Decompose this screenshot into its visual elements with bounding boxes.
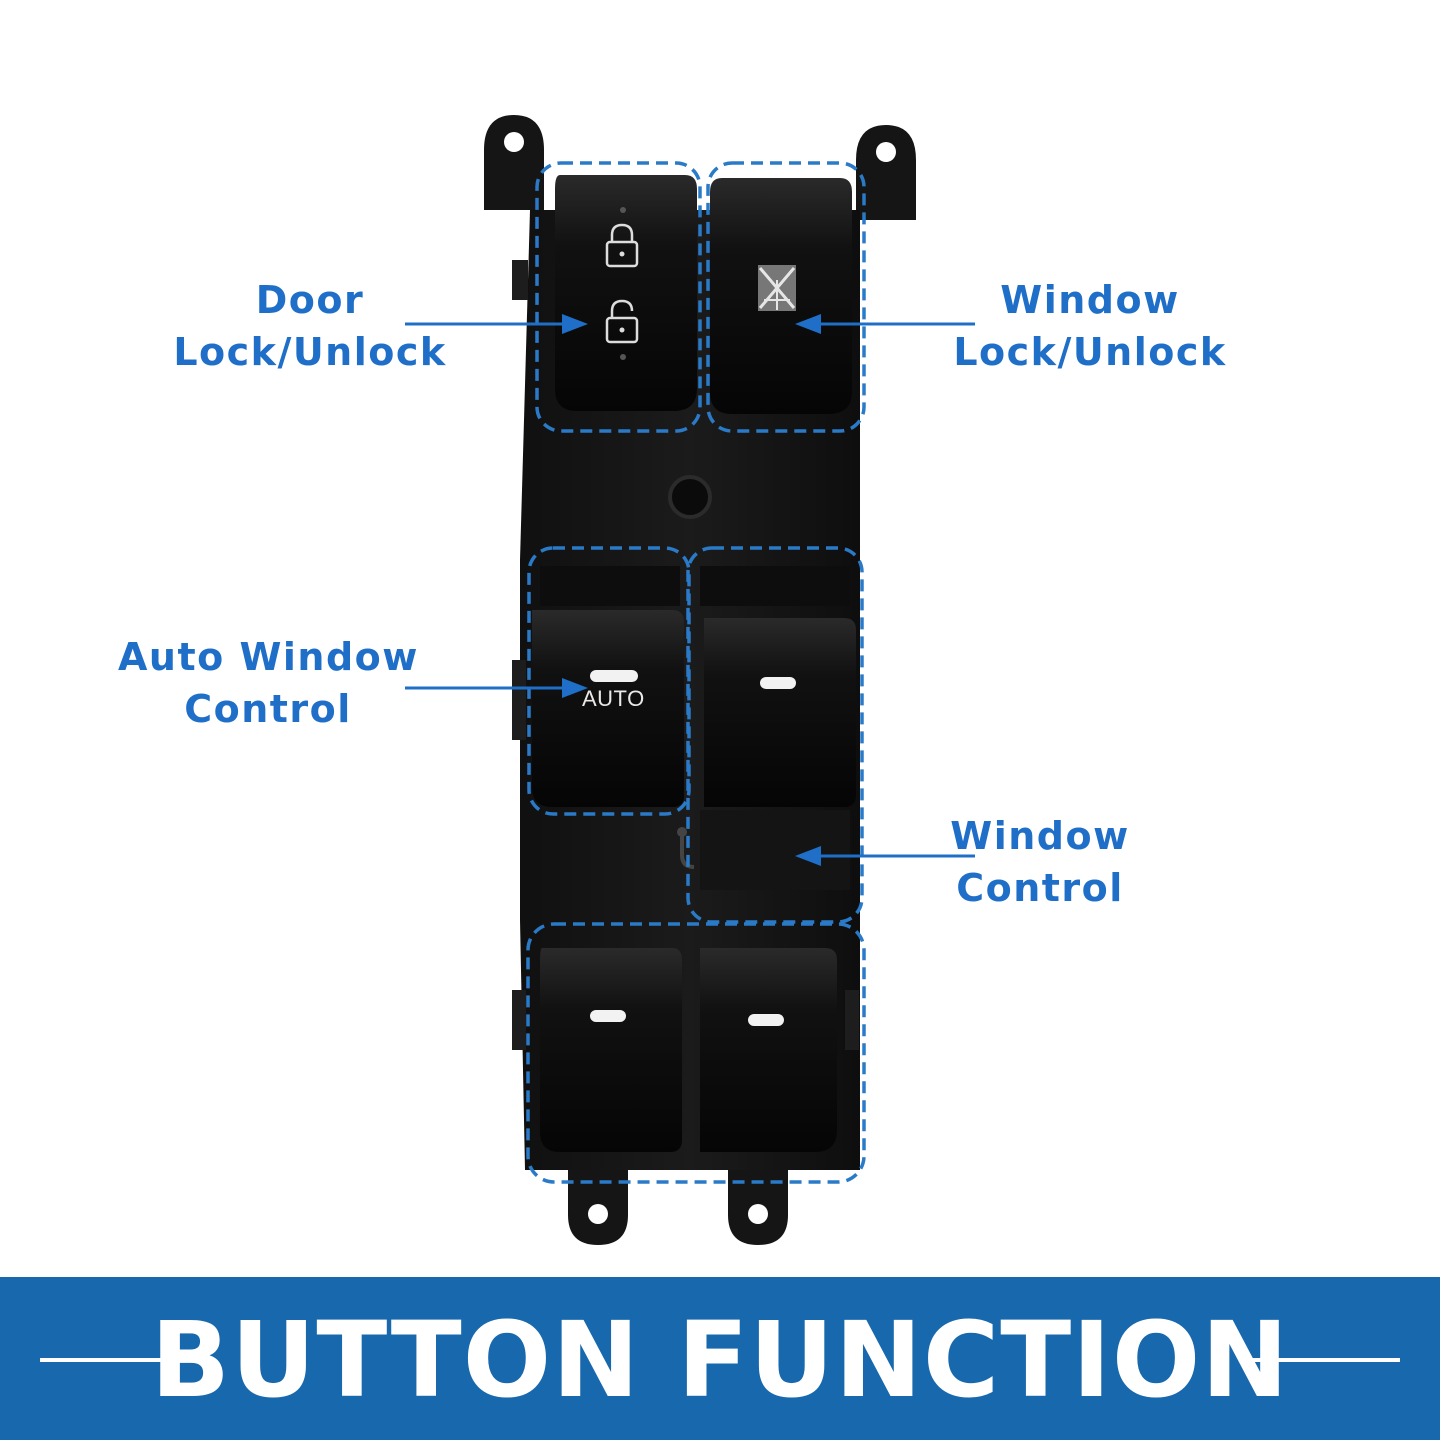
footer-rule-left [40,1358,192,1362]
window-lock-highlight [706,161,866,433]
callout-window-lock: Window Lock/Unlock [950,274,1230,378]
mounting-tab-top-right [856,125,916,220]
callout-line: Window [950,814,1130,858]
footer-title: BUTTON FUNCTION [150,1299,1290,1421]
callout-line: Auto Window [118,635,419,679]
window-control-arrow [795,846,975,866]
window-control-highlight [686,546,864,924]
window-control-button[interactable] [700,566,856,890]
auto-button-label: AUTO [582,686,645,711]
window-lock-arrow [795,314,975,334]
auto-window-arrow [405,678,588,698]
rear-left-window-button[interactable] [540,948,682,1152]
mounting-tab-top-left [484,115,544,210]
center-round-button [668,475,712,519]
callout-line: Control [184,687,352,731]
callout-line: Lock/Unlock [953,330,1227,374]
auto-window-highlight [527,546,691,816]
child-safety-icon [677,827,695,869]
callout-line: Window [1000,278,1180,322]
mounting-tab-bottom-right [728,1160,788,1245]
callout-auto-window: Auto Window Control [118,631,418,735]
callout-line: Door [255,278,365,322]
door-lock-highlight [535,161,702,433]
unlock-icon [605,299,639,344]
auto-window-button[interactable] [532,566,684,807]
rear-right-window-button[interactable] [700,948,837,1152]
window-lock-button[interactable] [710,178,852,414]
door-lock-button[interactable] [555,175,697,411]
callout-door-lock: Door Lock/Unlock [170,274,450,378]
footer-rule-right [1248,1358,1400,1362]
window-lock-icon [758,265,796,311]
callout-line: Lock/Unlock [173,330,447,374]
callout-window-control: Window Control [920,810,1160,914]
callout-line: Control [956,866,1124,910]
footer-banner [0,1277,1440,1440]
mounting-tab-bottom-left [568,1160,628,1245]
door-lock-arrow [405,314,588,334]
lock-icon [605,223,639,268]
rear-windows-highlight [526,922,866,1184]
